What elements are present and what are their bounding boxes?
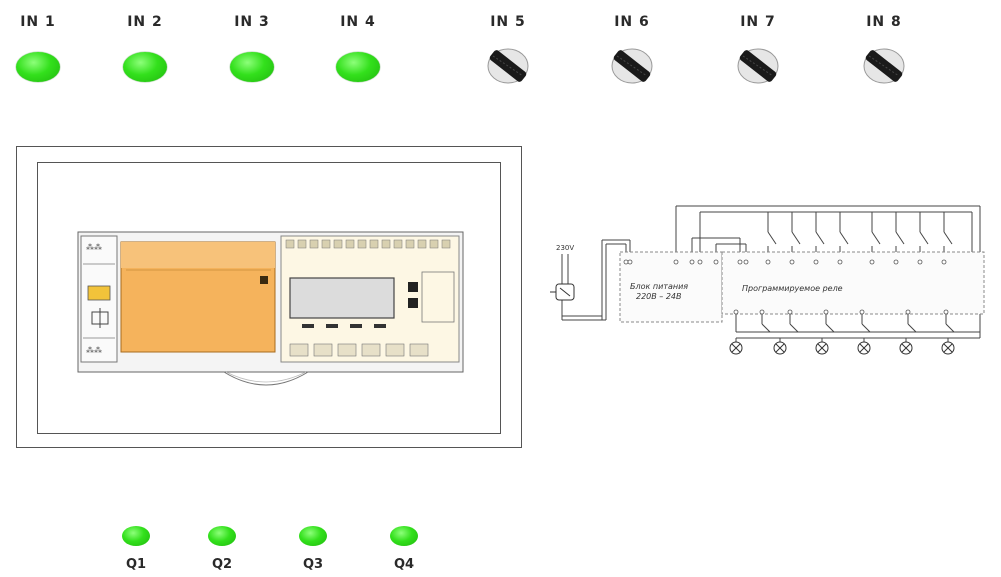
input-label-2: IN 2 [127,14,163,30]
input-led-3[interactable] [230,52,274,82]
relay-note: Программируемое реле [742,284,843,293]
input-led-4[interactable] [336,52,380,82]
plc-device: ⁂⁂ ⁂⁂ [77,231,464,386]
input-label-6: IN 6 [614,14,650,30]
svg-text:⁂⁂: ⁂⁂ [86,242,102,252]
main-switch-icon [550,283,575,301]
psu-note-line2: 220В – 24В [636,292,682,301]
supply-voltage-label: 230V [556,244,575,252]
input-led-2[interactable] [123,52,167,82]
input-label-3: IN 3 [234,14,270,30]
output-label-q1: Q1 [125,557,147,572]
output-led-q4 [390,526,418,546]
input-led-1[interactable] [16,52,60,82]
input-switch-7[interactable] [735,46,781,86]
output-label-q2: Q2 [211,557,233,572]
output-led-q3 [299,526,327,546]
input-label-5: IN 5 [490,14,526,30]
input-label-8: IN 8 [866,14,902,30]
input-label-4: IN 4 [340,14,376,30]
input-switch-5[interactable] [485,46,531,86]
output-led-q1 [122,526,150,546]
input-label-1: IN 1 [20,14,56,30]
output-lamps [729,341,955,355]
psu-block-outline [619,251,723,323]
lcd-screen [289,277,395,319]
input-label-7: IN 7 [740,14,776,30]
psu-note-line1: Блок питания [630,282,689,291]
input-switch-6[interactable] [609,46,655,86]
output-label-q4: Q4 [393,557,415,572]
input-switch-8[interactable] [861,46,907,86]
svg-text:⁂⁂: ⁂⁂ [86,345,102,355]
output-led-q2 [208,526,236,546]
output-label-q3: Q3 [302,557,324,572]
wiring-schematic [550,205,985,355]
